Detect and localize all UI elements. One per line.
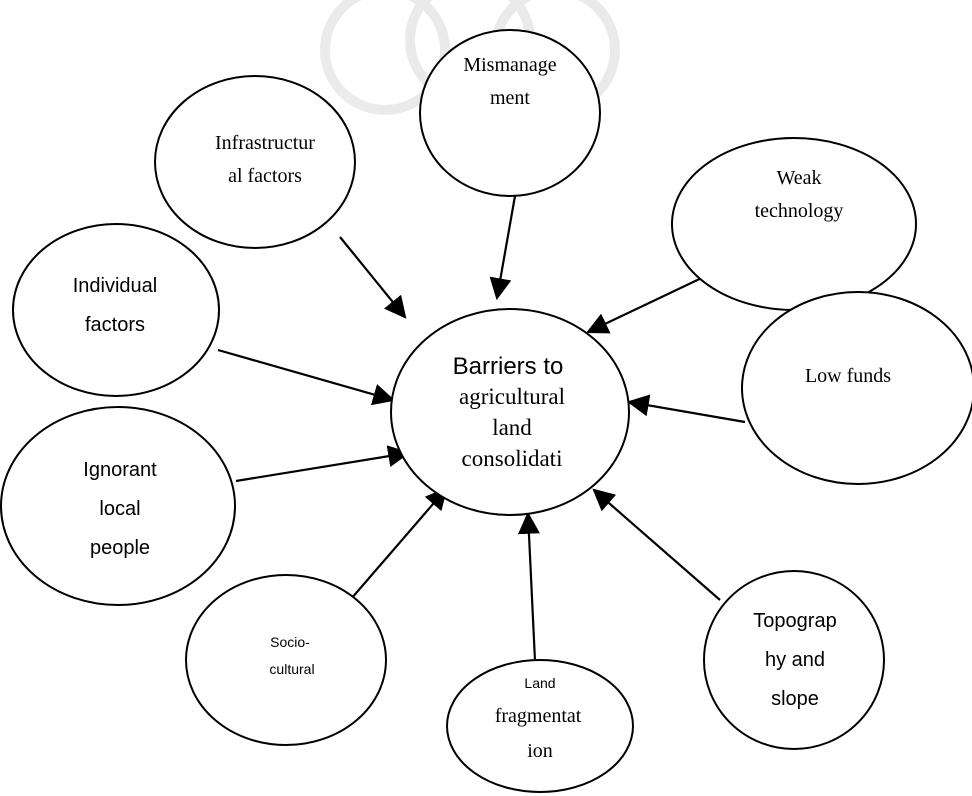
node-mismanagement-line-1: Mismanage — [463, 54, 556, 76]
arrow-socio-cultural — [350, 487, 448, 600]
node-ignorant: Ignorant local people — [0, 406, 236, 606]
node-individual-shape — [12, 223, 220, 397]
node-individual-line-1: Individual — [73, 275, 158, 297]
center-label-line-2: agricultural — [459, 384, 565, 409]
node-infrastructural: Infrastructur al factors — [154, 75, 356, 249]
center-node-shape — [390, 308, 630, 516]
node-low-funds-shape — [741, 291, 972, 485]
node-topography-line-1: Topograp — [753, 610, 836, 632]
arrow-ignorant — [235, 445, 411, 483]
arrow-infrastructural — [339, 236, 407, 319]
node-land-fragmentation-line-1: Land — [524, 675, 555, 691]
arrow-topography — [592, 488, 721, 601]
node-weak-technology-line-2: technology — [755, 200, 844, 222]
arrow-weak-technology — [586, 273, 711, 334]
arrow-low-funds — [626, 394, 746, 424]
node-ignorant-line-2: local — [99, 498, 140, 520]
arrow-land-fragmentation — [517, 511, 540, 662]
node-infrastructural-shape — [154, 75, 356, 249]
center-label-line-4: consolidati — [462, 446, 563, 471]
node-individual: Individual factors — [12, 223, 220, 397]
node-mismanagement: Mismanage ment — [419, 29, 601, 197]
node-mismanagement-shape — [419, 29, 601, 197]
arrows — [217, 195, 746, 662]
arrow-individual — [217, 348, 396, 406]
arrow-mismanagement — [489, 195, 517, 301]
node-land-fragmentation-shape — [446, 659, 634, 793]
node-topography-line-2: hy and — [765, 649, 825, 671]
node-weak-technology-shape — [671, 137, 917, 311]
node-socio-cultural-shape — [185, 574, 387, 746]
node-topography-shape — [703, 570, 885, 750]
node-land-fragmentation-line-2: fragmentat — [495, 705, 582, 727]
node-low-funds-line-1: Low funds — [805, 365, 891, 387]
node-infrastructural-line-1: Infrastructur — [215, 132, 315, 154]
node-weak-technology-line-1: Weak — [776, 167, 821, 189]
node-ignorant-shape — [0, 406, 236, 606]
node-socio-cultural-line-2: cultural — [269, 661, 314, 677]
center-label-line-1: Barriers to — [453, 353, 564, 380]
node-low-funds: Low funds — [741, 291, 972, 485]
node-mismanagement-line-2: ment — [490, 87, 530, 109]
node-infrastructural-line-2: al factors — [228, 165, 302, 187]
node-socio-cultural: Socio- cultural — [185, 574, 387, 746]
node-topography-line-3: slope — [771, 688, 819, 710]
node-ignorant-line-1: Ignorant — [83, 459, 157, 481]
center-node: Barriers to agricultural land consolidat… — [390, 308, 630, 516]
node-socio-cultural-line-1: Socio- — [270, 634, 310, 650]
node-land-fragmentation: Land fragmentat ion — [446, 659, 634, 793]
node-weak-technology: Weak technology — [671, 137, 917, 311]
center-label-line-3: land — [492, 415, 532, 440]
node-ignorant-line-3: people — [90, 537, 150, 559]
node-individual-line-2: factors — [85, 314, 145, 336]
node-topography: Topograp hy and slope — [703, 570, 885, 750]
node-land-fragmentation-line-3: ion — [527, 740, 553, 762]
